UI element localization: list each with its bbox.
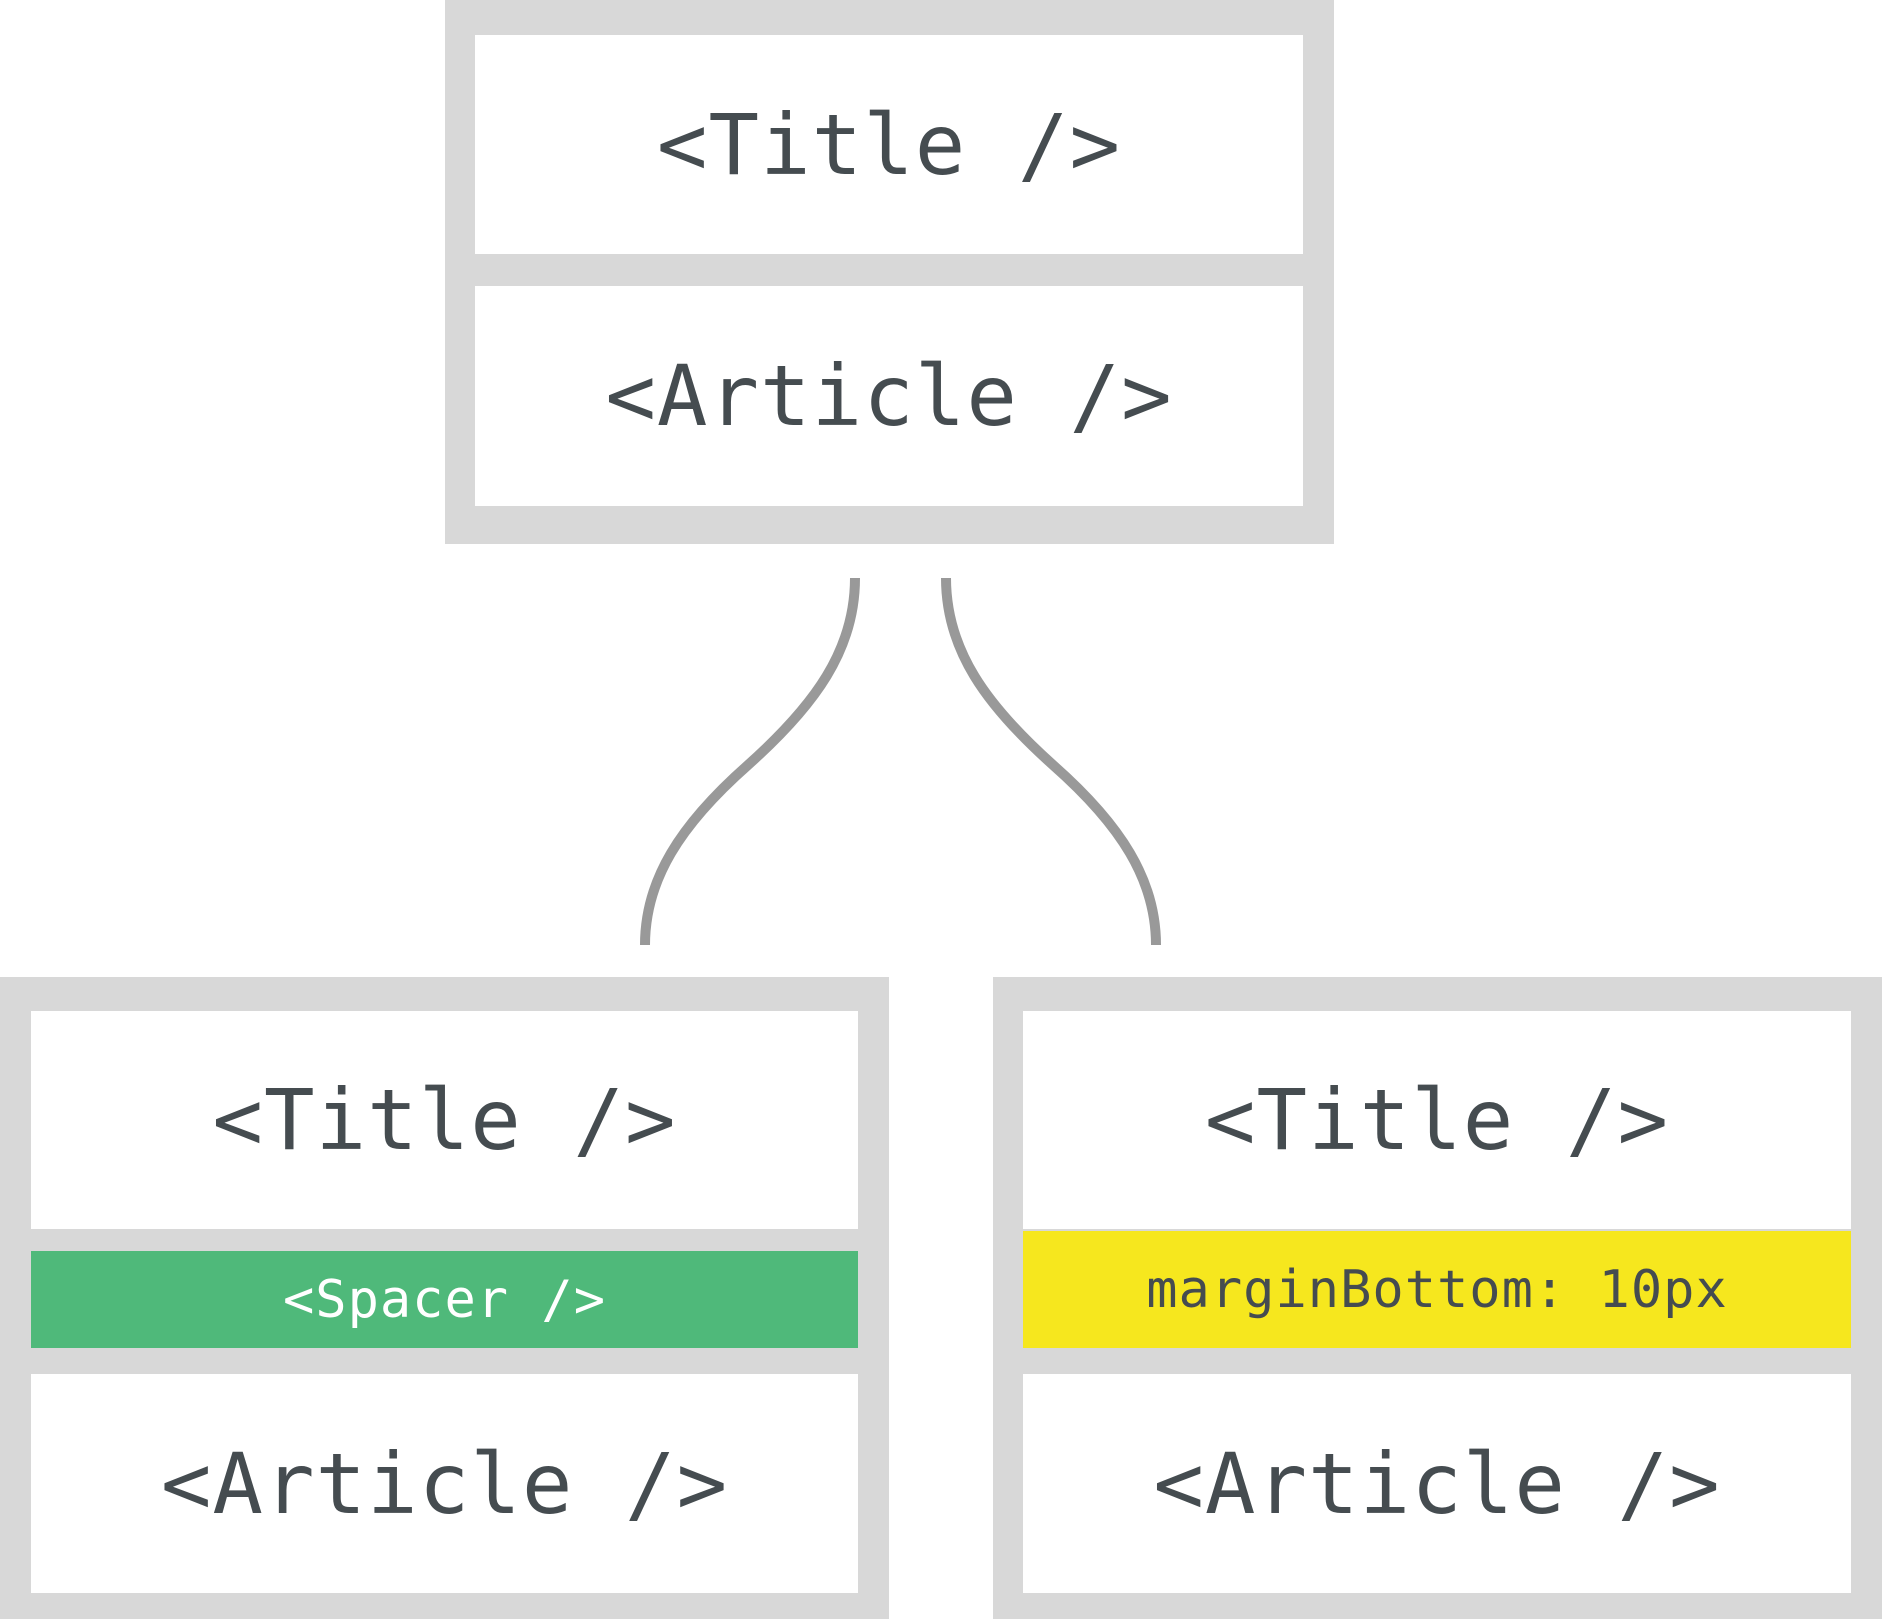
left-title-block: <Title /> (31, 1011, 858, 1229)
top-title-label: <Title /> (656, 95, 1122, 194)
left-title-label: <Title /> (212, 1071, 677, 1169)
margin-bottom-label: marginBottom: 10px (1146, 1259, 1728, 1320)
top-article-label: <Article /> (605, 347, 1173, 445)
right-title-block: <Title /> (1023, 1011, 1851, 1229)
right-component: <Title /> marginBottom: 10px <Article /> (993, 977, 1882, 1619)
connector-left (640, 577, 860, 946)
margin-bottom-block: marginBottom: 10px (1023, 1231, 1851, 1348)
right-article-label: <Article /> (1153, 1434, 1721, 1533)
top-title-block: <Title /> (475, 35, 1303, 254)
left-article-block: <Article /> (31, 1374, 858, 1593)
connector-right (941, 577, 1161, 946)
top-article-block: <Article /> (475, 286, 1303, 506)
left-component: <Title /> <Spacer /> <Article /> (0, 977, 889, 1619)
right-article-block: <Article /> (1023, 1374, 1851, 1593)
left-article-label: <Article /> (160, 1434, 729, 1533)
top-component: <Title /> <Article /> (445, 0, 1334, 544)
spacer-label: <Spacer /> (282, 1269, 607, 1330)
right-title-label: <Title /> (1204, 1071, 1670, 1169)
spacer-block: <Spacer /> (31, 1251, 858, 1348)
